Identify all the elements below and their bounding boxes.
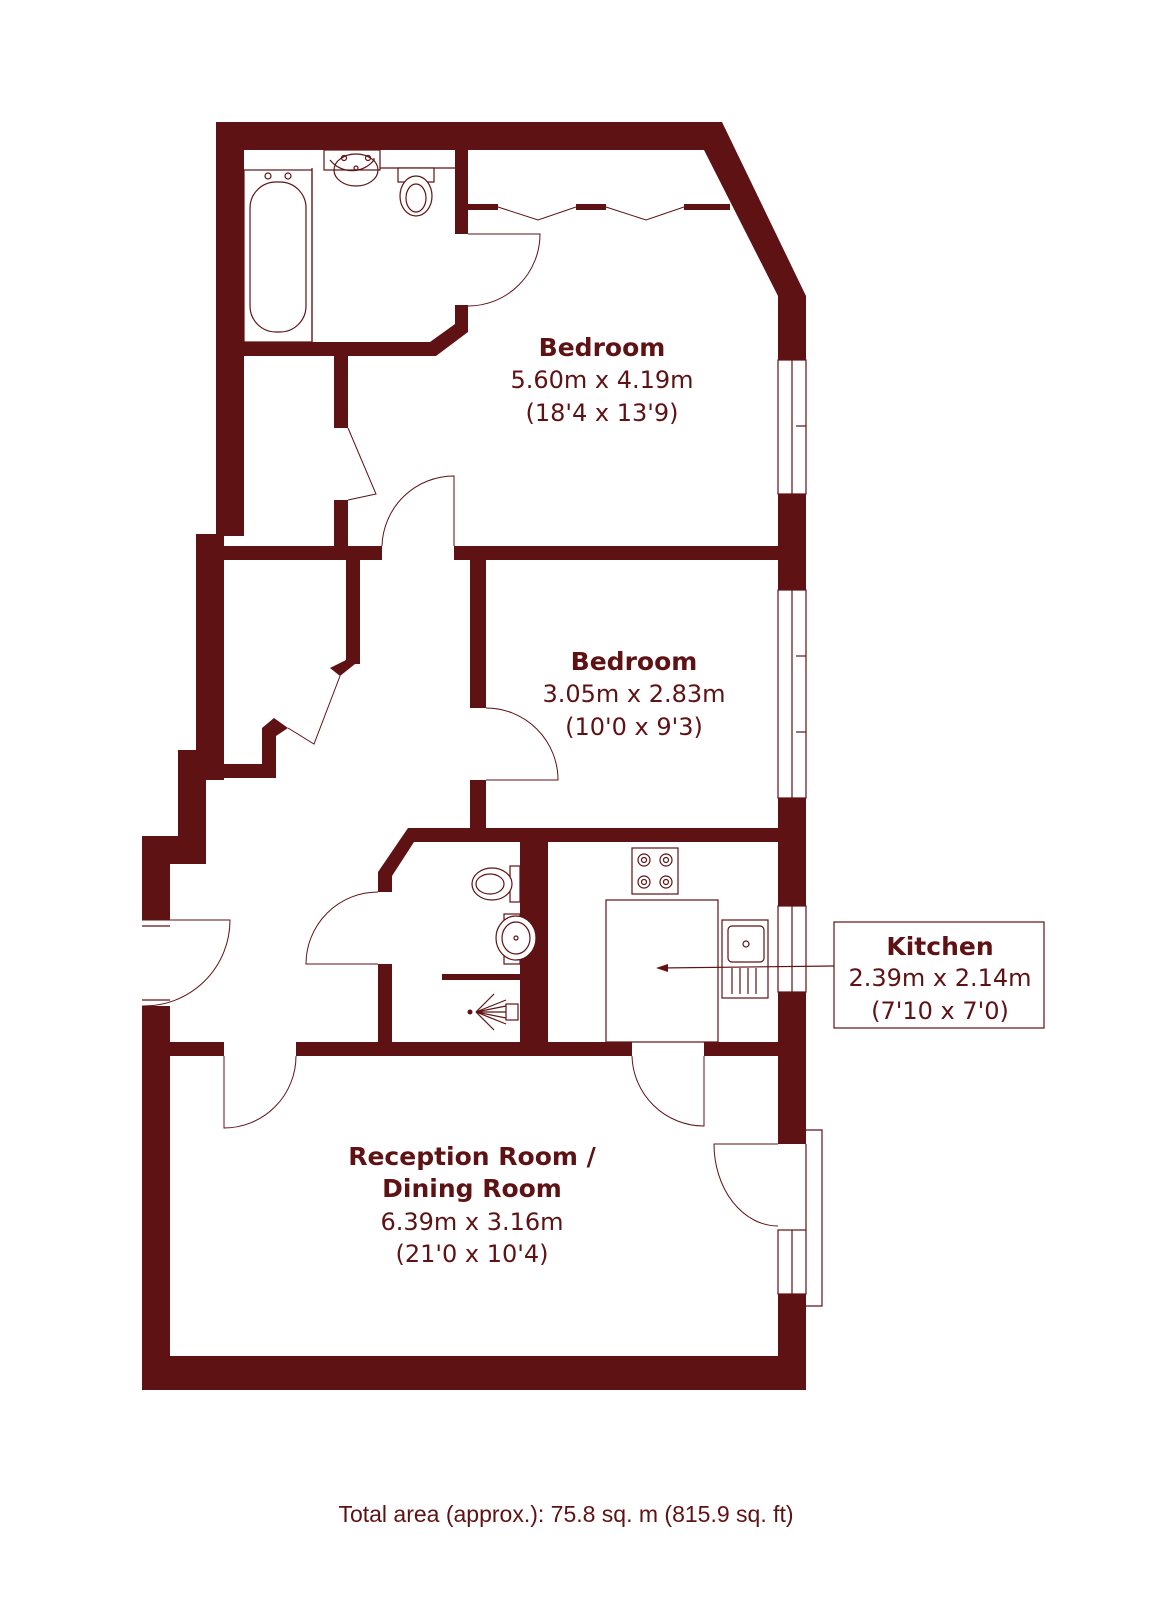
door-wc <box>305 891 379 965</box>
kitchen-counter <box>605 899 719 1043</box>
bedroom2-metric: 3.05m x 2.83m <box>542 680 725 708</box>
reception-name-line2: Dining Room <box>382 1174 562 1203</box>
bottom-wall <box>142 1356 806 1390</box>
door-bedroom2 <box>485 707 559 781</box>
left-step-2b <box>142 836 170 920</box>
basin-icon <box>495 913 537 965</box>
bedroom2-left-wall-low <box>470 780 486 832</box>
left-wall-mid <box>196 534 224 752</box>
door-bathroom <box>467 233 541 307</box>
walls <box>142 122 806 1390</box>
reception-metric: 6.39m x 3.16m <box>380 1208 563 1236</box>
shower-icon <box>467 993 519 1031</box>
bath-icon <box>243 169 313 343</box>
reception-imperial: (21'0 x 10'4) <box>396 1240 549 1268</box>
cupboard-wall-step <box>262 718 288 778</box>
sink-icon <box>721 919 769 999</box>
bedroom1-imperial: (18'4 x 13'9) <box>526 399 679 427</box>
reception-name-line1: Reception Room / <box>348 1142 596 1171</box>
reception-top-wall-left <box>142 1042 224 1056</box>
toilet-icon <box>397 167 435 217</box>
cupboard-wall-diag <box>330 660 360 676</box>
door-bedroom1 <box>381 475 455 547</box>
total-area: Total area (approx.): 75.8 sq. m (815.9 … <box>338 1501 793 1527</box>
wc-left-wall <box>378 964 392 1042</box>
left-wall-top <box>216 122 244 536</box>
door-reception <box>223 1055 297 1129</box>
kitchen-callout <box>656 921 1045 1029</box>
door-kitchen <box>631 1055 705 1127</box>
bedroom1-name: Bedroom <box>539 333 666 362</box>
hob-icon <box>631 847 679 895</box>
right-wall-mid1 <box>778 494 806 590</box>
basin-icon <box>323 149 381 187</box>
reception-top-wall-right <box>704 1042 778 1056</box>
wc-top-wall <box>378 828 778 892</box>
wardrobe <box>468 204 730 221</box>
kitchen-name: Kitchen <box>886 932 993 961</box>
right-wall-upper <box>778 296 806 360</box>
doors <box>141 204 779 1227</box>
balcony-outline <box>806 1129 823 1307</box>
bedroom-divider-wall-right <box>454 546 778 560</box>
kitchen-imperial: (7'10 x 7'0) <box>871 997 1009 1025</box>
bedroom-divider-wall <box>196 546 382 560</box>
door-closet <box>347 427 377 501</box>
right-wall-mid3 <box>778 992 806 1144</box>
bedroom2-left-wall <box>470 560 486 708</box>
door-cupboard <box>287 675 341 745</box>
kitchen-metric: 2.39m x 2.14m <box>848 964 1031 992</box>
kitchen-label-box <box>833 921 1045 1029</box>
closet-wall-low <box>334 500 348 550</box>
bedroom2-name: Bedroom <box>571 647 698 676</box>
cupboard-wall-v <box>346 560 360 664</box>
windows <box>777 359 823 1307</box>
reception-top-wall-mid <box>296 1042 632 1056</box>
left-wall-low <box>142 1006 170 1390</box>
bedroom2-imperial: (10'0 x 9'3) <box>565 713 703 741</box>
shower-wall <box>442 974 520 980</box>
top-wall <box>216 122 806 296</box>
closet-wall <box>334 356 348 428</box>
bedroom1-metric: 5.60m x 4.19m <box>510 366 693 394</box>
door-balcony <box>713 1143 779 1227</box>
door-entrance <box>141 919 231 1007</box>
toilet-icon <box>471 865 521 903</box>
fixtures <box>243 149 1045 1043</box>
room-labels: Bedroom 5.60m x 4.19m (18'4 x 13'9) Bedr… <box>348 333 1031 1268</box>
bathroom-divider <box>455 150 468 234</box>
right-wall-mid2 <box>778 798 806 906</box>
bathroom-bottom-wall <box>244 305 468 356</box>
